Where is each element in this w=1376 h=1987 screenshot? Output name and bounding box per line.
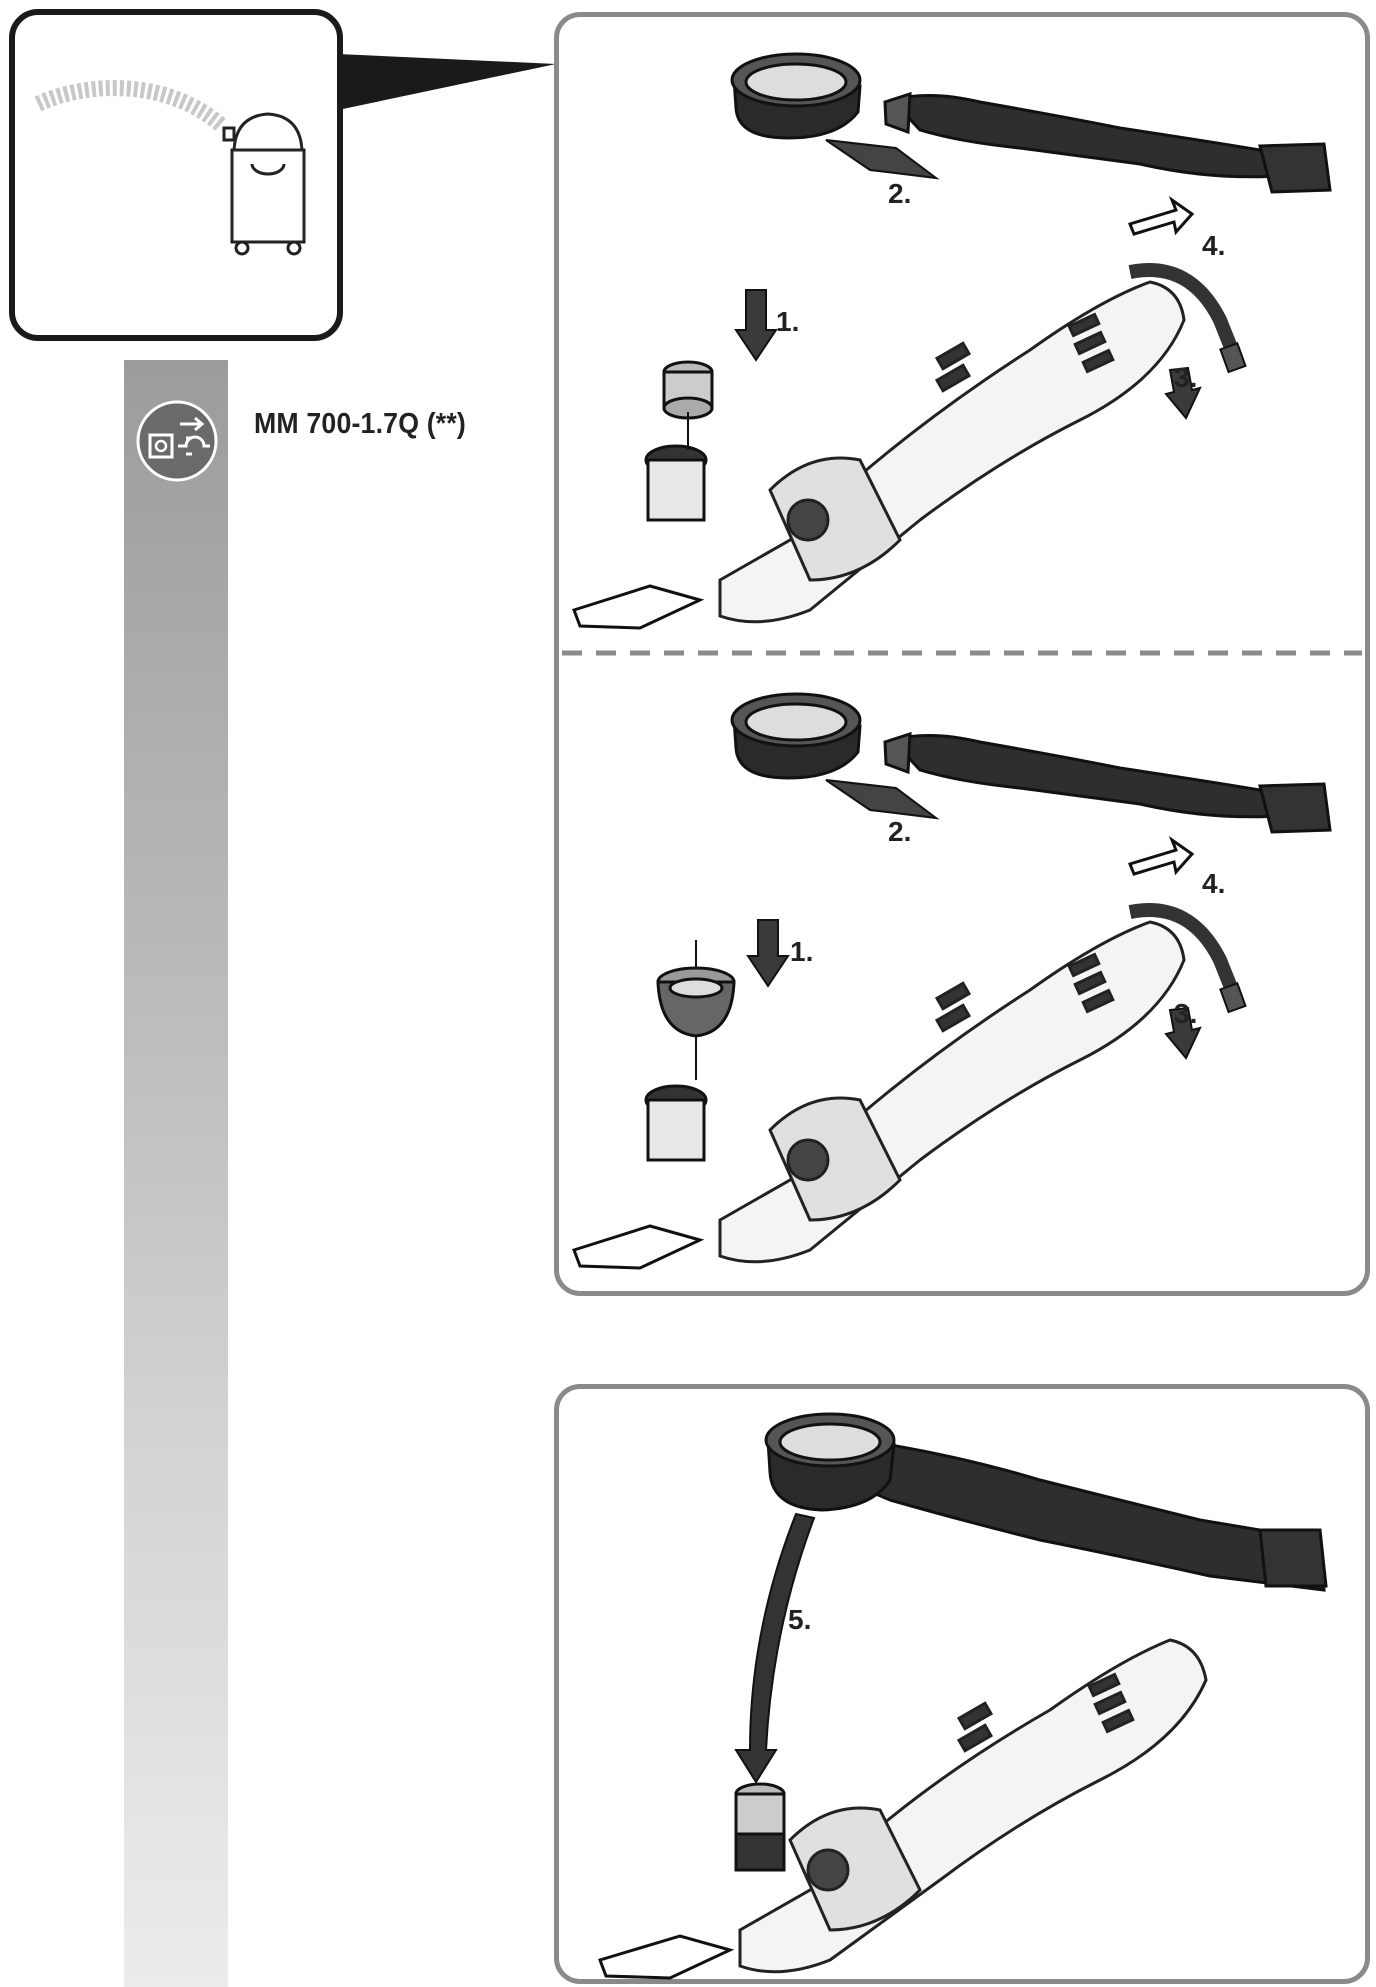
spindle-and-blade: [572, 444, 708, 630]
multitool-body: [718, 280, 1186, 624]
bottom-illustration: [560, 1390, 1360, 1980]
model-label: MM 700-1.7Q (**): [254, 408, 467, 440]
step-label-2-lower: 2.: [888, 816, 912, 847]
power-socket-plug-icon: [136, 400, 218, 482]
arrow-5-icon: [734, 1512, 816, 1784]
step-label-3: 3.: [1174, 362, 1198, 393]
step-label-5: 5.: [788, 1604, 812, 1635]
panel-divider: [556, 649, 1368, 657]
upper-illustration: [560, 20, 1360, 640]
side-gradient-bar: [124, 360, 228, 1987]
lower-illustration: [560, 660, 1360, 1280]
dust-hood: [730, 52, 862, 140]
adapter-piece: [825, 139, 940, 180]
step-label-1: 1.: [776, 306, 800, 337]
arrow-4-icon: [1128, 195, 1195, 236]
vacuum-cleaner-icon: [222, 112, 306, 256]
step-label-1-lower: 1.: [790, 936, 814, 967]
extraction-hose: [883, 91, 1332, 194]
power-cable: [1128, 263, 1239, 353]
adapter-ring-cylinder: [662, 360, 714, 450]
step-label-3-lower: 3.: [1174, 998, 1198, 1029]
step-label-2: 2.: [888, 178, 912, 209]
vacuum-hose: [34, 80, 228, 133]
step-label-4-lower: 4.: [1202, 868, 1226, 899]
adapter-cup: [656, 940, 736, 1080]
arrow-1-icon: [734, 289, 778, 362]
vacuum-callout: [0, 0, 600, 350]
arrow-3-icon: [1164, 366, 1202, 420]
step-label-4: 4.: [1202, 230, 1226, 261]
